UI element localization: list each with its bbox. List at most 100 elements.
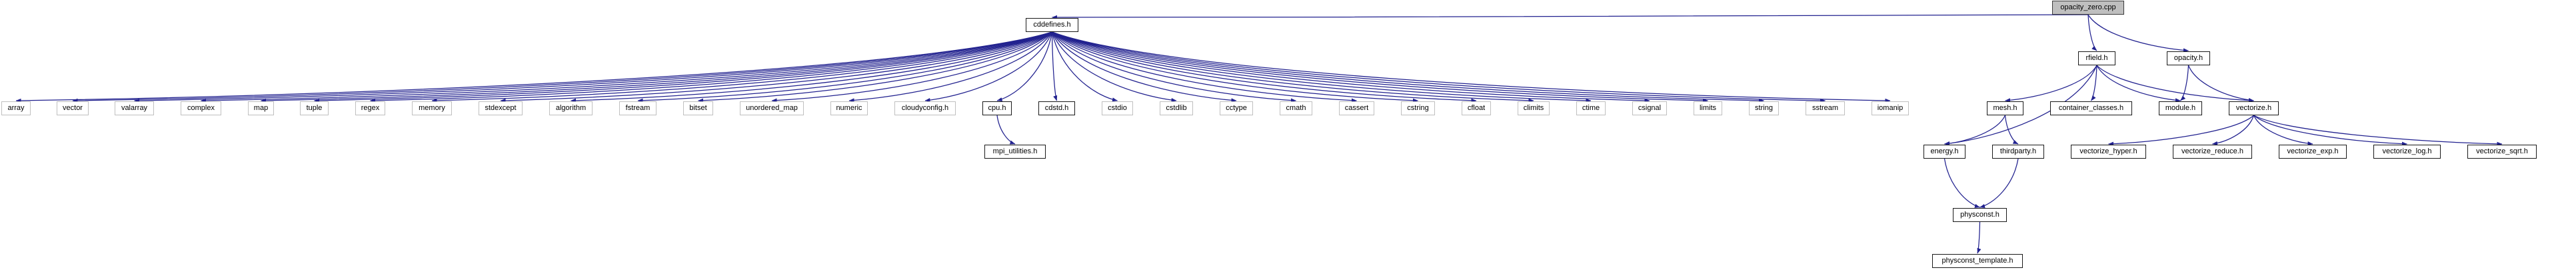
graph-node-label: cstdio — [1108, 104, 1127, 112]
graph-node-label: vectorize_log.h — [2382, 147, 2432, 155]
graph-edge — [2253, 115, 2503, 146]
graph-edge — [1051, 31, 1118, 102]
graph-edge — [201, 31, 1052, 103]
graph-node-label: tuple — [306, 104, 323, 112]
graph-node-numeric[interactable]: numeric — [830, 101, 868, 115]
graph-node-label: physconst_template.h — [1941, 257, 2013, 265]
graph-node-thirdparty-h[interactable]: thirdparty.h — [1992, 145, 2044, 159]
graph-node-rfield-h[interactable]: rfield.h — [2078, 51, 2115, 65]
graph-node-array[interactable]: array — [1, 101, 31, 115]
graph-edge — [1052, 31, 1534, 103]
graph-node-vectorize-exp-h[interactable]: vectorize_exp.h — [2279, 145, 2347, 159]
graph-edge — [698, 31, 1052, 103]
graph-node-opacity-h[interactable]: opacity.h — [2167, 51, 2210, 65]
graph-node-vectorize-sqrt-h[interactable]: vectorize_sqrt.h — [2467, 145, 2537, 159]
graph-node-cloudyconfig-h[interactable]: cloudyconfig.h — [894, 101, 956, 115]
graph-edge — [2087, 14, 2097, 51]
graph-node-iomanip[interactable]: iomanip — [1872, 101, 1909, 115]
graph-node-regex[interactable]: regex — [355, 101, 385, 115]
graph-edge — [1052, 31, 1826, 103]
graph-node-label: rfield.h — [2085, 54, 2108, 62]
graph-node-label: cctype — [1226, 104, 1247, 112]
graph-node-valarray[interactable]: valarray — [115, 101, 154, 115]
graph-edge — [637, 31, 1052, 103]
graph-node-vectorize-log-h[interactable]: vectorize_log.h — [2373, 145, 2441, 159]
graph-node-label: vectorize.h — [2235, 104, 2272, 112]
graph-node-label: climits — [1523, 104, 1544, 112]
graph-node-cstdlib[interactable]: cstdlib — [1160, 101, 1193, 115]
graph-node-label: cdstd.h — [1044, 104, 1069, 112]
graph-node-label: cstdlib — [1166, 104, 1187, 112]
graph-node-vectorize-hyper-h[interactable]: vectorize_hyper.h — [2071, 145, 2146, 159]
graph-node-energy-h[interactable]: energy.h — [1924, 145, 1965, 159]
graph-node-cdstd-h[interactable]: cdstd.h — [1038, 101, 1075, 115]
graph-node-complex[interactable]: complex — [181, 101, 221, 115]
graph-edge — [1052, 31, 1477, 103]
graph-node-label: array — [7, 104, 25, 112]
graph-node-physconst-h[interactable]: physconst.h — [1953, 208, 2007, 222]
graph-node-cmath[interactable]: cmath — [1280, 101, 1312, 115]
graph-node-module-h[interactable]: module.h — [2159, 101, 2202, 115]
graph-node-tuple[interactable]: tuple — [300, 101, 329, 115]
graph-node-climits[interactable]: climits — [1518, 101, 1550, 115]
graph-node-bitset[interactable]: bitset — [683, 101, 713, 115]
graph-node-label: energy.h — [1930, 147, 1959, 155]
graph-node-cfloat[interactable]: cfloat — [1462, 101, 1491, 115]
graph-node-ctime[interactable]: ctime — [1576, 101, 1606, 115]
graph-edge — [848, 31, 1053, 103]
graph-node-label: vectorize_reduce.h — [2181, 147, 2243, 155]
graph-node-cassert[interactable]: cassert — [1339, 101, 1374, 115]
graph-edge — [2004, 115, 2019, 145]
graph-node-cpu-h[interactable]: cpu.h — [982, 101, 1012, 115]
graph-node-vectorize-reduce-h[interactable]: vectorize_reduce.h — [2173, 145, 2252, 159]
graph-node-unordered-map[interactable]: unordered_map — [740, 101, 804, 115]
graph-node-container-classes-h[interactable]: container_classes.h — [2050, 101, 2132, 115]
graph-node-mesh-h[interactable]: mesh.h — [1987, 101, 2023, 115]
graph-node-label: csignal — [1638, 104, 1662, 112]
graph-edge — [2005, 65, 2097, 103]
graph-edge — [431, 31, 1052, 103]
graph-node-csignal[interactable]: csignal — [1632, 101, 1667, 115]
graph-edge — [1052, 31, 1764, 103]
graph-node-vectorize-h[interactable]: vectorize.h — [2229, 101, 2279, 115]
graph-node-map[interactable]: map — [248, 101, 274, 115]
graph-node-physconst-template-h[interactable]: physconst_template.h — [1932, 254, 2023, 268]
graph-edge — [996, 31, 1053, 102]
graph-node-mpi-utilities-h[interactable]: mpi_utilities.h — [984, 145, 1046, 159]
graph-node-algorithm[interactable]: algorithm — [549, 101, 593, 115]
graph-node-label: cloudyconfig.h — [901, 104, 949, 112]
graph-node-cctype[interactable]: cctype — [1220, 101, 1253, 115]
graph-node-label: cfloat — [1467, 104, 1486, 112]
graph-edge — [15, 31, 1052, 103]
graph-node-cstdio[interactable]: cstdio — [1102, 101, 1133, 115]
graph-node-label: cassert — [1344, 104, 1369, 112]
graph-node-string[interactable]: string — [1749, 101, 1779, 115]
graph-node-sstream[interactable]: sstream — [1806, 101, 1845, 115]
graph-edge — [1052, 31, 1891, 103]
graph-node-label: sstream — [1812, 104, 1839, 112]
graph-node-label: cstring — [1407, 104, 1429, 112]
graph-node-memory[interactable]: memory — [412, 101, 452, 115]
graph-node-cddefines-h[interactable]: cddefines.h — [1026, 18, 1078, 32]
graph-edge — [2253, 115, 2313, 146]
graph-node-limits[interactable]: limits — [1694, 101, 1722, 115]
graph-node-label: numeric — [836, 104, 862, 112]
graph-edge — [1052, 31, 1592, 103]
graph-edge — [2096, 65, 2181, 103]
graph-edge — [2180, 65, 2189, 101]
graph-edge — [1052, 31, 1418, 103]
graph-node-label: stdexcept — [485, 104, 517, 112]
graph-node-label: limits — [1699, 104, 1717, 112]
graph-edge — [1979, 158, 2019, 209]
graph-edge — [771, 31, 1052, 103]
graph-node-label: complex — [187, 104, 215, 112]
graph-node-vector[interactable]: vector — [57, 101, 89, 115]
graph-node-stdexcept[interactable]: stdexcept — [479, 101, 523, 115]
graph-node-cstring[interactable]: cstring — [1401, 101, 1435, 115]
graph-node-fstream[interactable]: fstream — [619, 101, 656, 115]
graph-edge — [996, 115, 1016, 145]
graph-edge — [1052, 31, 1296, 103]
graph-node-opacity-zero-cpp[interactable]: opacity_zero.cpp — [2052, 1, 2124, 15]
graph-node-label: string — [1755, 104, 1773, 112]
